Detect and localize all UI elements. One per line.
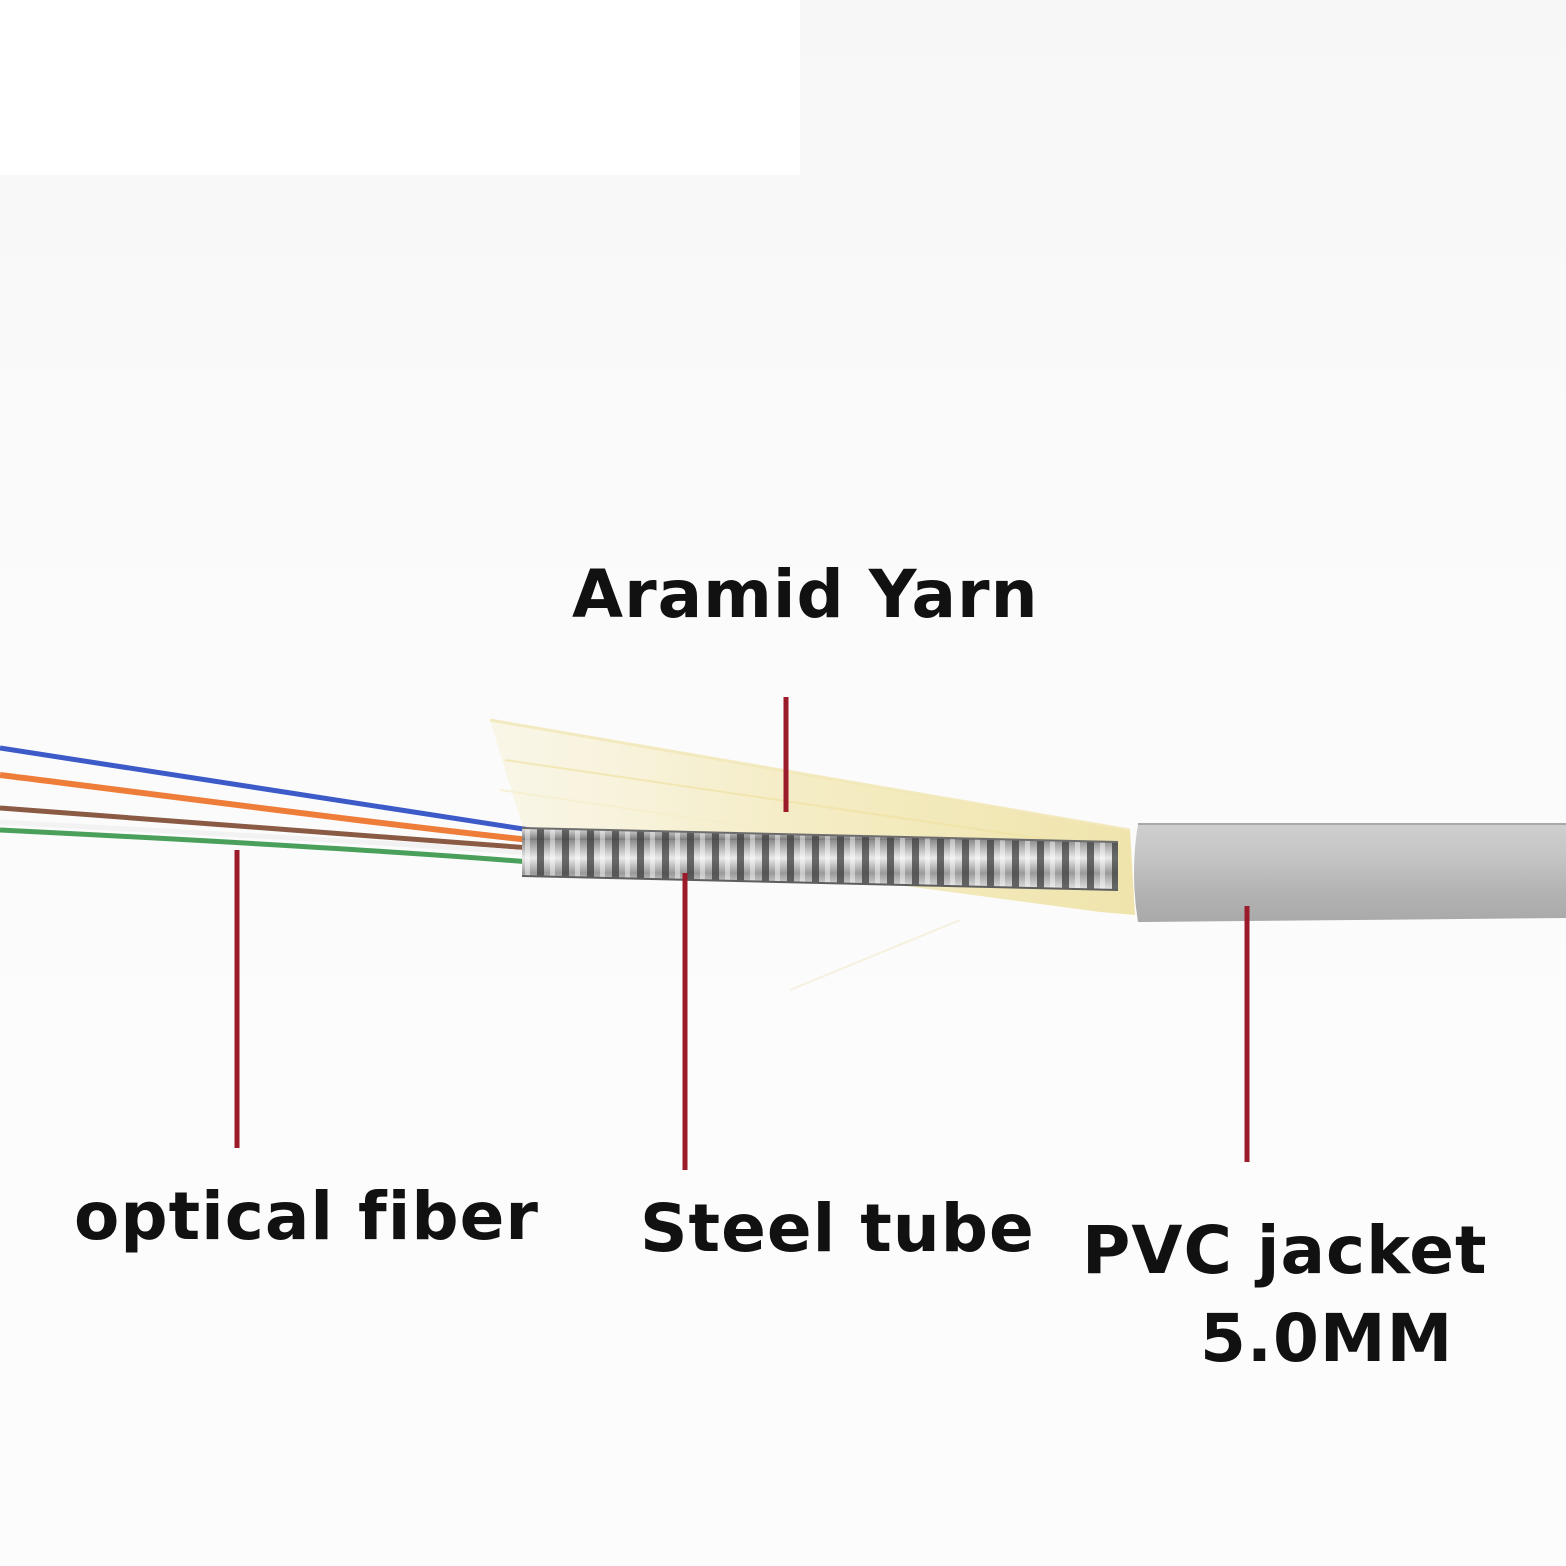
fiber-brown	[0, 805, 531, 851]
leader-lines	[234, 697, 1250, 1170]
aramid-yarn-label: Aramid Yarn	[572, 556, 1039, 633]
fiber-white	[0, 819, 531, 856]
jacket-size-label: 5.0MM	[1200, 1300, 1454, 1377]
optical-fibers	[0, 745, 531, 865]
fiber-orange	[0, 772, 531, 843]
pvc-jacket-label: PVC jacket	[1082, 1212, 1488, 1289]
pvc-jacket	[1134, 823, 1566, 922]
fiber-blue	[0, 745, 531, 833]
top-blank-panel	[0, 0, 800, 175]
steel-tube	[521, 827, 1119, 891]
fiber-green	[0, 827, 531, 865]
steel-tube-label: Steel tube	[640, 1190, 1035, 1267]
optical-fiber-label: optical fiber	[74, 1178, 539, 1255]
